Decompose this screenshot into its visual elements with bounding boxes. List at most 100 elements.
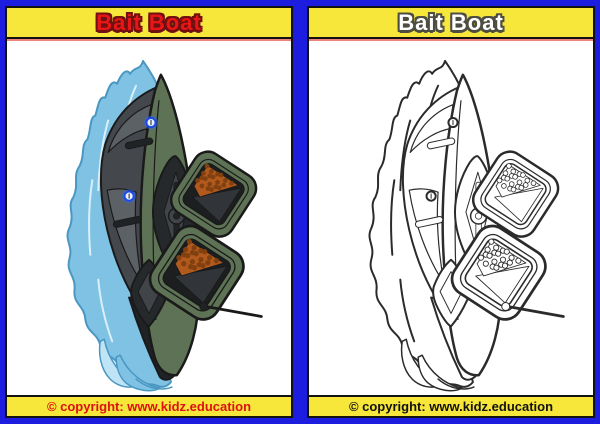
bait-pellet bbox=[482, 260, 489, 267]
bait-hopper-upper bbox=[169, 150, 258, 238]
bait-boat-drawing bbox=[368, 59, 565, 392]
bait-pellet bbox=[510, 186, 517, 193]
antenna bbox=[501, 302, 565, 318]
hopper-facet bbox=[192, 187, 242, 223]
bait-pellet bbox=[206, 255, 213, 261]
bait-pellet bbox=[493, 264, 500, 271]
bait-pellets bbox=[477, 238, 522, 271]
bait-pellet bbox=[504, 175, 511, 182]
header-accent-line bbox=[7, 39, 291, 41]
bait-pellet bbox=[195, 178, 200, 183]
hopper-rim bbox=[157, 233, 236, 312]
bait-hopper-upper bbox=[471, 150, 560, 238]
header-accent-line bbox=[309, 39, 593, 41]
hull-highlight-mid bbox=[408, 188, 445, 285]
bait-pellet bbox=[222, 178, 228, 183]
bait-pellet bbox=[506, 259, 513, 266]
bait-pellet bbox=[209, 187, 214, 192]
led-light bbox=[447, 116, 459, 129]
card-header: Bait Boat bbox=[7, 8, 291, 39]
bait-boat-drawing bbox=[66, 59, 263, 392]
bait-pellet bbox=[229, 180, 234, 186]
bait-pellets bbox=[195, 163, 234, 192]
bait-pellets bbox=[176, 239, 220, 271]
bait-pellet bbox=[191, 265, 198, 271]
bait-pellet bbox=[205, 260, 211, 266]
bait-pellet bbox=[198, 257, 204, 263]
bait-pellet bbox=[184, 253, 191, 259]
bait-pellet bbox=[506, 163, 512, 169]
bait-pellet bbox=[176, 255, 182, 261]
antenna-mount bbox=[501, 302, 511, 311]
bait-pellet bbox=[193, 251, 199, 257]
bait-pellet bbox=[221, 182, 227, 188]
bait-pellet bbox=[215, 179, 220, 185]
bait-pellet bbox=[518, 184, 525, 191]
card-content bbox=[309, 41, 593, 395]
bait-pellets bbox=[496, 163, 537, 193]
bait-pellet bbox=[204, 163, 210, 169]
hopper-facet bbox=[494, 187, 544, 223]
hopper-rim bbox=[178, 158, 249, 230]
stern-waves bbox=[400, 338, 475, 392]
deck-cleat bbox=[112, 216, 142, 228]
bait-pellet bbox=[207, 181, 213, 187]
bait-hopper-lower bbox=[450, 224, 547, 321]
bait-pellet bbox=[495, 250, 502, 257]
card-footer: © copyright: www.kidz.education bbox=[7, 395, 291, 416]
card-content bbox=[7, 41, 291, 395]
card-header: Bait Boat bbox=[309, 8, 593, 39]
hopper-rim bbox=[459, 233, 538, 312]
bait-pellet bbox=[477, 254, 485, 261]
card-title: Bait Boat bbox=[398, 9, 504, 35]
deck-cleat bbox=[414, 216, 444, 228]
bait-pellet bbox=[530, 180, 537, 187]
bait-pellet bbox=[503, 248, 510, 255]
bait-pellet bbox=[210, 174, 216, 180]
bait-pellet bbox=[218, 172, 224, 178]
bait-pellet bbox=[189, 259, 196, 265]
copyright-text: © copyright: www.kidz.education bbox=[46, 399, 252, 414]
bait-pellet bbox=[512, 174, 518, 180]
bait-pellet bbox=[186, 239, 192, 245]
deck-cleat bbox=[124, 137, 154, 150]
bait-pellet bbox=[181, 261, 187, 267]
bait-pellet bbox=[202, 249, 208, 255]
bait-pellet bbox=[213, 258, 220, 264]
card-footer: © copyright: www.kidz.education bbox=[309, 395, 593, 416]
bait-pellet bbox=[199, 183, 205, 189]
bait-pellet bbox=[515, 257, 522, 264]
bait-pellet bbox=[496, 177, 503, 184]
bait-pellet bbox=[182, 247, 189, 253]
led-light bbox=[122, 189, 137, 204]
colored-flashcard: Bait Boat bbox=[5, 6, 293, 418]
bait-boat-colored-illustration bbox=[7, 41, 291, 395]
hopper-rim bbox=[480, 158, 551, 230]
hopper-facet bbox=[475, 265, 530, 304]
bait-boat-lineart-illustration bbox=[309, 41, 593, 395]
antenna-mount bbox=[199, 302, 209, 311]
bait-pellet bbox=[191, 245, 197, 251]
bait-pellet bbox=[501, 262, 509, 269]
deck-cleat bbox=[426, 137, 456, 150]
led-light bbox=[425, 190, 437, 202]
stern-waves bbox=[98, 338, 173, 392]
bait-pellet bbox=[501, 183, 507, 189]
bait-pellet bbox=[520, 172, 526, 178]
bait-pellet bbox=[486, 252, 493, 259]
bait-hopper-lower bbox=[148, 224, 245, 321]
led-light bbox=[144, 115, 158, 130]
hopper-facet bbox=[173, 265, 228, 304]
bait-pellet bbox=[200, 263, 206, 269]
bait-pellet bbox=[488, 238, 495, 245]
bait-pellet bbox=[208, 169, 214, 174]
bait-pellet bbox=[202, 176, 208, 182]
bait-pellet bbox=[216, 185, 222, 191]
hull-highlight-mid bbox=[106, 188, 143, 285]
copyright-text: © copyright: www.kidz.education bbox=[348, 399, 554, 414]
bait-pellet bbox=[522, 182, 529, 188]
antenna bbox=[199, 302, 263, 318]
card-title: Bait Boat bbox=[96, 9, 202, 35]
lineart-flashcard: Bait Boat bbox=[307, 6, 595, 418]
